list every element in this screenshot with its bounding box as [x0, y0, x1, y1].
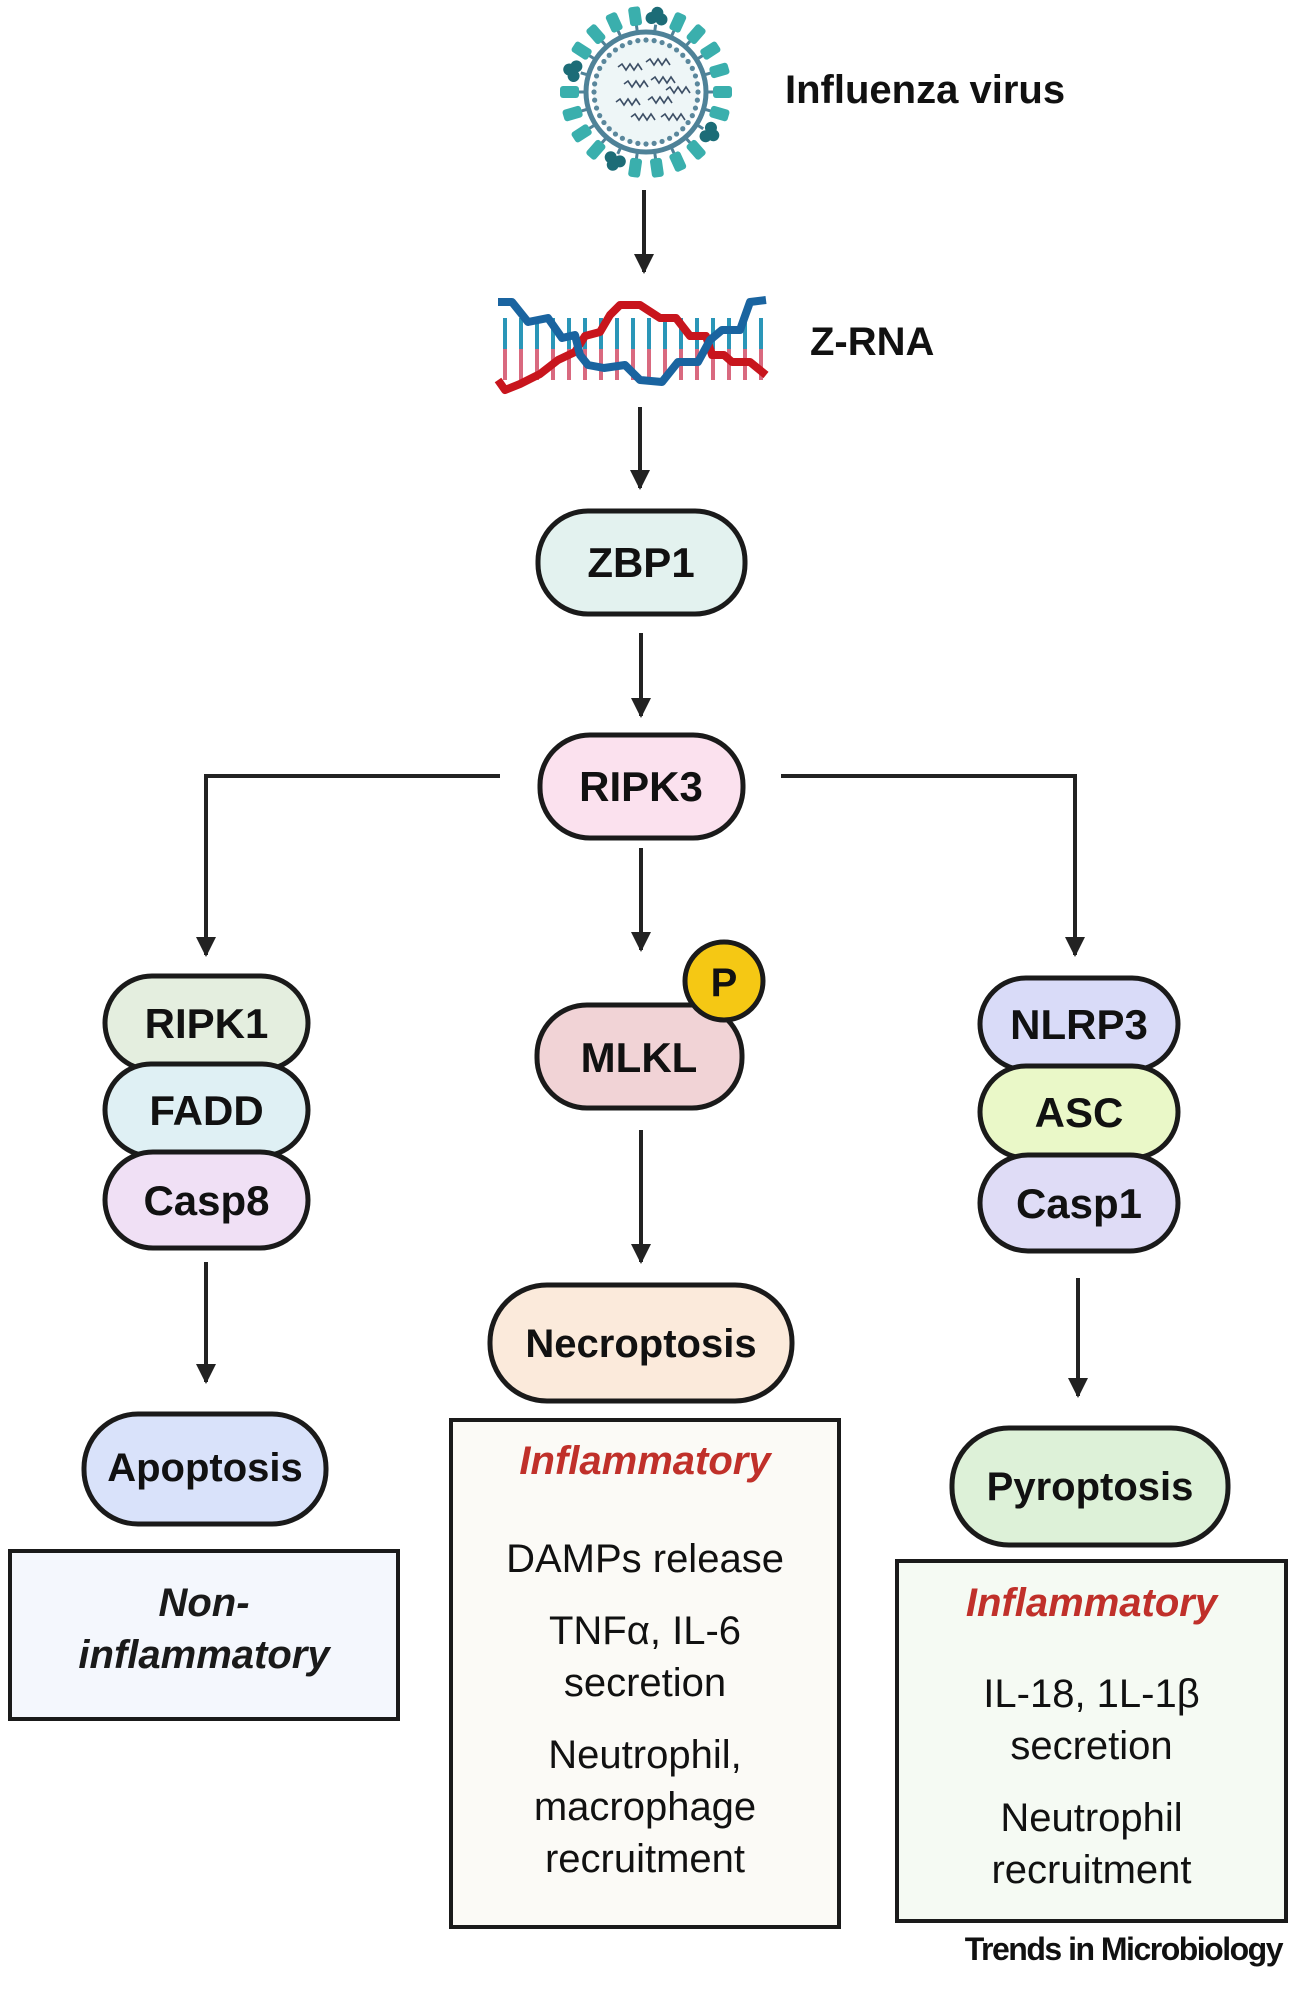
effect-item-line: TNFα, IL-6 — [549, 1609, 741, 1653]
casp8-pill — [102, 1149, 311, 1251]
virus-label: Influenza virus — [785, 68, 1065, 112]
non-inflammatory-box: Non-inflammatory — [8, 1549, 400, 1721]
phosphate-circle — [682, 939, 766, 1023]
effect-item-line: Neutrophil, — [548, 1733, 741, 1777]
viral-rna-segment — [615, 97, 641, 107]
rna-strand-red — [494, 301, 769, 394]
apoptosis-label: Apoptosis — [107, 1446, 303, 1490]
effects-heading: Inflammatory — [966, 1581, 1219, 1625]
pyroptosis-node: Pyroptosis — [949, 1425, 1231, 1548]
pyroptosis-pill — [949, 1425, 1231, 1548]
apoptosis-node: Apoptosis — [81, 1411, 329, 1527]
mlkl-node: MLKL — [534, 1002, 745, 1111]
necroptosis-pill — [487, 1282, 795, 1404]
effect-item-line: recruitment — [545, 1837, 745, 1881]
necroptosis-label: Necroptosis — [525, 1322, 756, 1366]
apoptosis-pill — [81, 1411, 329, 1527]
casp8-label: Casp8 — [143, 1177, 269, 1224]
zbp1-label: ZBP1 — [587, 539, 694, 586]
asc-label: ASC — [1035, 1089, 1124, 1136]
effect-item-line: DAMPs release — [506, 1537, 784, 1581]
effects-heading: inflammatory — [78, 1633, 331, 1677]
z-rna-helix-icon — [494, 296, 769, 394]
effects-box-frame — [8, 1549, 400, 1721]
effect-item-line: recruitment — [991, 1848, 1191, 1892]
ripk1-label: RIPK1 — [145, 1000, 269, 1047]
ripk3-pill — [537, 732, 746, 841]
neuraminidase-spike — [563, 60, 591, 82]
pyroptosis-label: Pyroptosis — [987, 1465, 1194, 1509]
influenza-virus-icon — [560, 6, 732, 178]
ripk3-node: RIPK3 — [537, 732, 746, 841]
viral-rna-segment — [617, 62, 643, 72]
mlkl-label: MLKL — [581, 1034, 698, 1081]
effects-heading: Non- — [158, 1581, 249, 1625]
effect-item-line: macrophage — [534, 1785, 756, 1829]
arrow-ripk3-to-right-branch — [781, 774, 1085, 957]
effects-box-frame — [449, 1418, 841, 1929]
phosphate-label: P — [711, 961, 738, 1005]
casp1-node: Casp1 — [977, 1152, 1181, 1254]
zbp1-pill — [535, 508, 748, 617]
nlrp3-node: NLRP3 — [977, 975, 1181, 1073]
viral-rna-segment — [650, 75, 676, 85]
effect-item-line: secretion — [564, 1661, 726, 1705]
casp1-pill — [977, 1152, 1181, 1254]
viral-rna-segment — [665, 85, 691, 95]
fadd-label: FADD — [149, 1087, 263, 1134]
ripk3-label: RIPK3 — [579, 763, 703, 810]
viral-rna-segment — [660, 112, 686, 122]
phosphate-badge-icon: P — [682, 939, 766, 1023]
effect-item-line: IL-18, 1L-1β — [983, 1672, 1199, 1716]
asc-node: ASC — [977, 1063, 1181, 1161]
source-credit: Trends in Microbiology — [965, 1931, 1284, 1967]
ripk1-node: RIPK1 — [102, 973, 311, 1073]
mlkl-pill — [534, 1002, 745, 1111]
viral-rna-segment — [623, 79, 649, 89]
arrow-ripk3-to-left-branch — [196, 774, 500, 957]
necroptosis-node: Necroptosis — [487, 1282, 795, 1404]
virus-envelope — [583, 29, 709, 155]
fadd-node: FADD — [102, 1061, 311, 1159]
viral-rna-segment — [647, 95, 673, 105]
effects-box-frame — [895, 1559, 1288, 1923]
rna-strand-blue — [498, 296, 767, 386]
effect-item-line: Neutrophil — [1000, 1796, 1182, 1840]
viral-rna-segment — [645, 57, 671, 67]
nlrp3-label: NLRP3 — [1010, 1001, 1148, 1048]
zrna-label: Z-RNA — [810, 320, 934, 364]
zbp1-node: ZBP1 — [535, 508, 748, 617]
casp8-node: Casp8 — [102, 1149, 311, 1251]
effect-item-line: secretion — [1010, 1724, 1172, 1768]
effects-heading: Inflammatory — [519, 1439, 772, 1483]
casp1-label: Casp1 — [1016, 1180, 1142, 1227]
viral-rna-segment — [630, 112, 656, 122]
